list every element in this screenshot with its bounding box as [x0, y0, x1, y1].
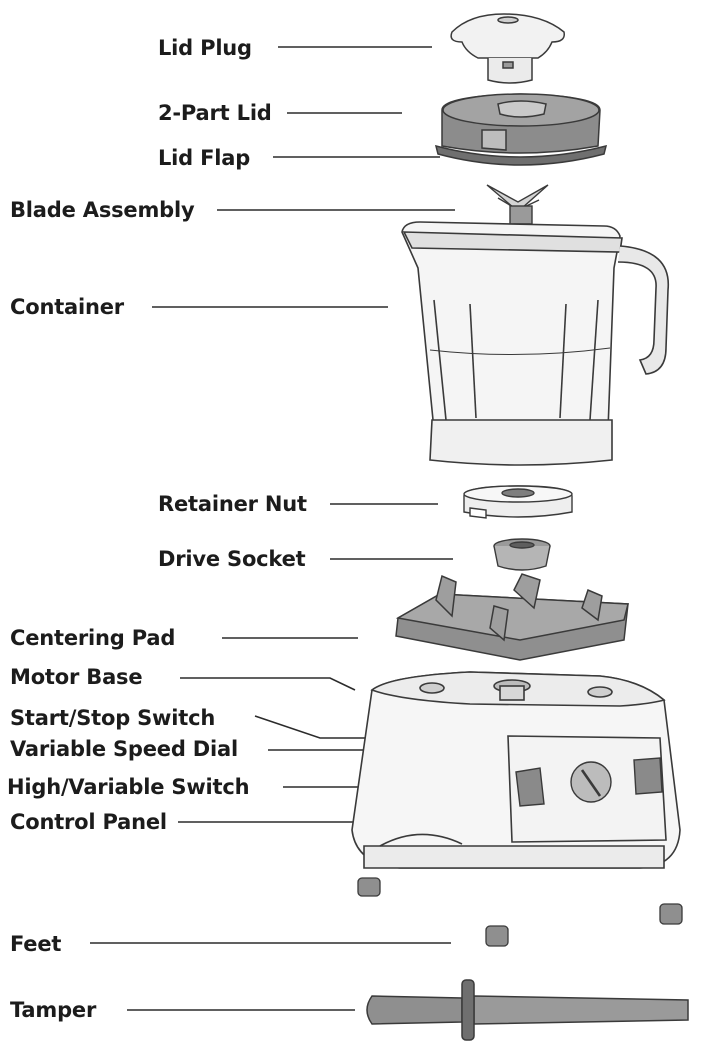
label-tamper: Tamper: [10, 998, 97, 1022]
label-retainer-nut: Retainer Nut: [158, 492, 307, 516]
label-drive-socket: Drive Socket: [158, 547, 306, 571]
container-part: [401, 221, 670, 466]
label-feet: Feet: [10, 932, 62, 956]
label-variable-speed-dial: Variable Speed Dial: [10, 737, 238, 761]
label-high-variable-switch: High/Variable Switch: [7, 775, 250, 799]
high-variable-switch-part: [515, 767, 545, 807]
label-two-part-lid: 2-Part Lid: [158, 101, 272, 125]
retainer-nut-part: [463, 485, 573, 519]
tamper-part: [366, 979, 689, 1041]
two-part-lid-part: [434, 93, 608, 166]
start-stop-switch-part: [633, 757, 663, 795]
label-lid-plug: Lid Plug: [158, 36, 252, 60]
drive-socket-part: [493, 538, 551, 571]
feet-part: [357, 877, 683, 947]
label-control-panel: Control Panel: [10, 810, 167, 834]
leader-motor-base: [180, 677, 356, 691]
label-motor-base: Motor Base: [10, 665, 143, 689]
label-start-stop-switch: Start/Stop Switch: [10, 706, 216, 730]
label-centering-pad: Centering Pad: [10, 626, 176, 650]
label-lid-flap: Lid Flap: [158, 146, 251, 170]
label-blade-assembly: Blade Assembly: [10, 198, 195, 222]
centering-pad-part: [395, 573, 629, 661]
lid-plug-part: [450, 13, 565, 84]
control-panel-controls: [515, 757, 663, 807]
label-container: Container: [10, 295, 124, 319]
motor-base-part: [351, 671, 681, 869]
